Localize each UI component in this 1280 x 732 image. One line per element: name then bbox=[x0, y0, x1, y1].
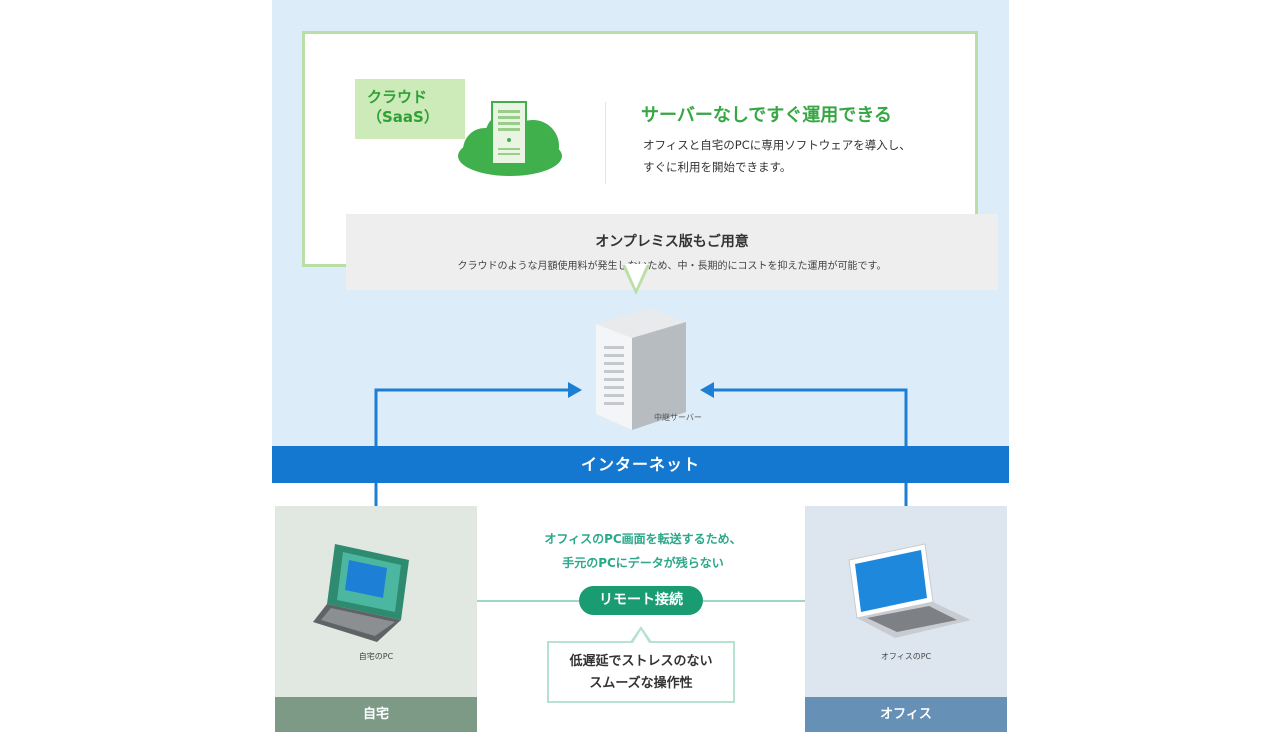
cloud-server-icon bbox=[455, 98, 565, 182]
callout-pointer-inner bbox=[625, 264, 647, 289]
latency-box: 低遅延でストレスのない スムーズな操作性 bbox=[547, 641, 735, 703]
saas-tag: クラウド （SaaS） bbox=[355, 79, 465, 139]
laptop-icon bbox=[313, 538, 443, 652]
saas-description: オフィスと自宅のPCに専用ソフトウェアを導入し、 すぐに利用を開始できます。 bbox=[643, 134, 911, 178]
divider bbox=[605, 102, 606, 184]
office-footer: オフィス bbox=[805, 697, 1007, 732]
office-pc-label: オフィスのPC bbox=[880, 652, 932, 661]
latency-line1: 低遅延でストレスのない bbox=[569, 654, 713, 669]
transfer-note-line2: 手元のPCにデータが残らない bbox=[562, 556, 724, 570]
remote-connection-badge: リモート接続 bbox=[579, 586, 703, 615]
relay-server-icon bbox=[590, 302, 690, 436]
diagram-canvas: クラウド （SaaS） サーバーなしですぐ運用できる オフィスと自宅のPC bbox=[272, 0, 1009, 732]
onprem-box: オンプレミス版もご用意 クラウドのような月額使用料が発生しないため、中・長期的に… bbox=[346, 214, 998, 290]
latency-pointer-inner bbox=[633, 630, 649, 643]
transfer-note-line1: オフィスのPC画面を転送するため、 bbox=[544, 532, 742, 546]
laptop-icon bbox=[845, 538, 975, 652]
transfer-note: オフィスのPC画面を転送するため、 手元のPCにデータが残らない bbox=[508, 527, 778, 575]
onprem-description: クラウドのような月額使用料が発生しないため、中・長期的にコストを抑えた運用が可能… bbox=[457, 261, 887, 272]
internet-band: インターネット bbox=[272, 446, 1009, 483]
home-panel: 自宅のPC 自宅 bbox=[275, 506, 477, 732]
saas-desc-line1: オフィスと自宅のPCに専用ソフトウェアを導入し、 bbox=[643, 138, 911, 152]
home-pc-label: 自宅のPC bbox=[358, 652, 394, 661]
office-panel: オフィスのPC オフィス bbox=[805, 506, 1007, 732]
saas-callout: クラウド （SaaS） サーバーなしですぐ運用できる オフィスと自宅のPC bbox=[302, 31, 998, 290]
relay-server-label: 中継サーバー bbox=[654, 413, 702, 422]
latency-line2: スムーズな操作性 bbox=[589, 676, 693, 691]
onprem-title: オンプレミス版もご用意 bbox=[595, 234, 749, 250]
saas-desc-line2: すぐに利用を開始できます。 bbox=[643, 160, 792, 174]
saas-tag-line1: クラウド bbox=[367, 88, 428, 106]
home-footer: 自宅 bbox=[275, 697, 477, 732]
saas-tag-line2: （SaaS） bbox=[367, 108, 439, 126]
saas-headline: サーバーなしですぐ運用できる bbox=[641, 105, 892, 126]
